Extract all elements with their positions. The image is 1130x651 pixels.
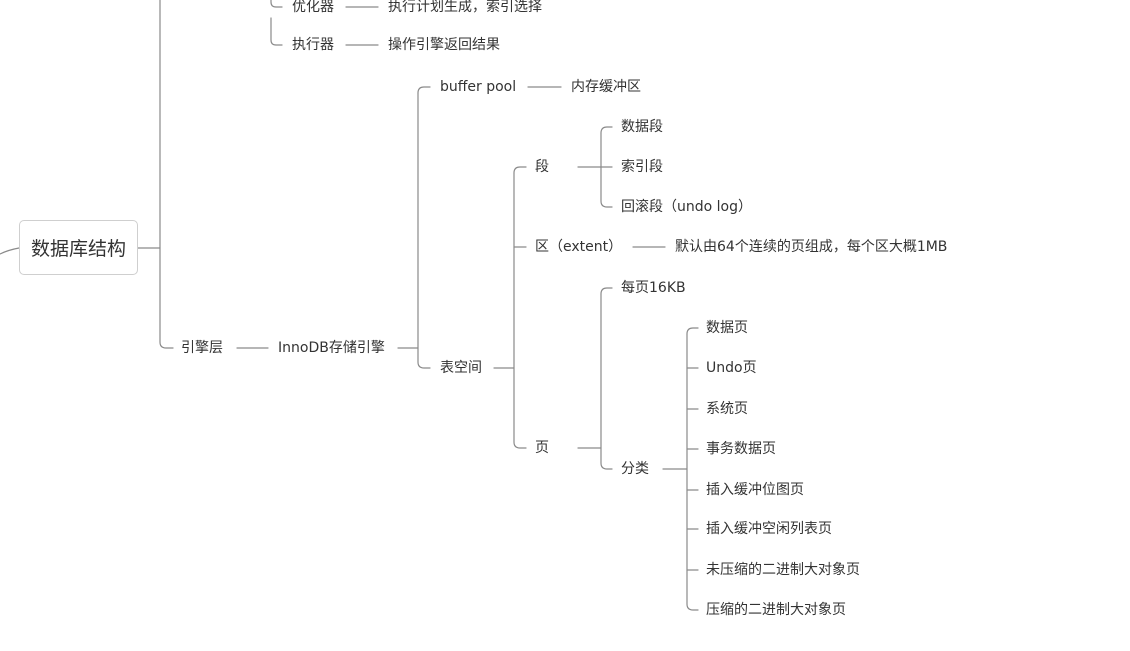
page-type-item[interactable]: 系统页	[706, 401, 748, 417]
page-size-node[interactable]: 每页16KB	[621, 280, 686, 296]
buffer-pool-desc-node[interactable]: 内存缓冲区	[571, 79, 641, 95]
buffer-pool-node[interactable]: buffer pool	[440, 79, 517, 95]
segment-item[interactable]: 回滚段（undo log）	[621, 199, 752, 215]
page-type-item[interactable]: 压缩的二进制大对象页	[706, 602, 846, 618]
extent-desc-node[interactable]: 默认由64个连续的页组成，每个区大概1MB	[675, 239, 948, 255]
page-type-item[interactable]: 插入缓冲空闲列表页	[706, 521, 832, 537]
page-node[interactable]: 页	[535, 440, 549, 456]
page-type-item[interactable]: 事务数据页	[706, 441, 776, 457]
optimizer-desc-node[interactable]: 执行计划生成，索引选择	[388, 0, 542, 15]
optimizer-node[interactable]: 优化器	[292, 0, 334, 15]
segment-item[interactable]: 数据段	[621, 119, 663, 135]
segment-item[interactable]: 索引段	[621, 159, 663, 175]
page-type-item[interactable]: 未压缩的二进制大对象页	[706, 562, 860, 578]
segment-node[interactable]: 段	[535, 159, 549, 175]
executor-node[interactable]: 执行器	[292, 37, 334, 53]
root-node[interactable]: 数据库结构	[19, 220, 138, 275]
extent-node[interactable]: 区（extent）	[535, 239, 623, 255]
innodb-engine-node[interactable]: InnoDB存储引擎	[278, 340, 385, 356]
page-type-item[interactable]: 插入缓冲位图页	[706, 482, 804, 498]
page-type-item[interactable]: 数据页	[706, 320, 748, 336]
tablespace-node[interactable]: 表空间	[440, 360, 482, 376]
executor-desc-node[interactable]: 操作引擎返回结果	[388, 37, 500, 53]
page-category-node[interactable]: 分类	[621, 461, 649, 477]
engine-layer-node[interactable]: 引擎层	[181, 340, 223, 356]
page-type-item[interactable]: Undo页	[706, 360, 757, 376]
